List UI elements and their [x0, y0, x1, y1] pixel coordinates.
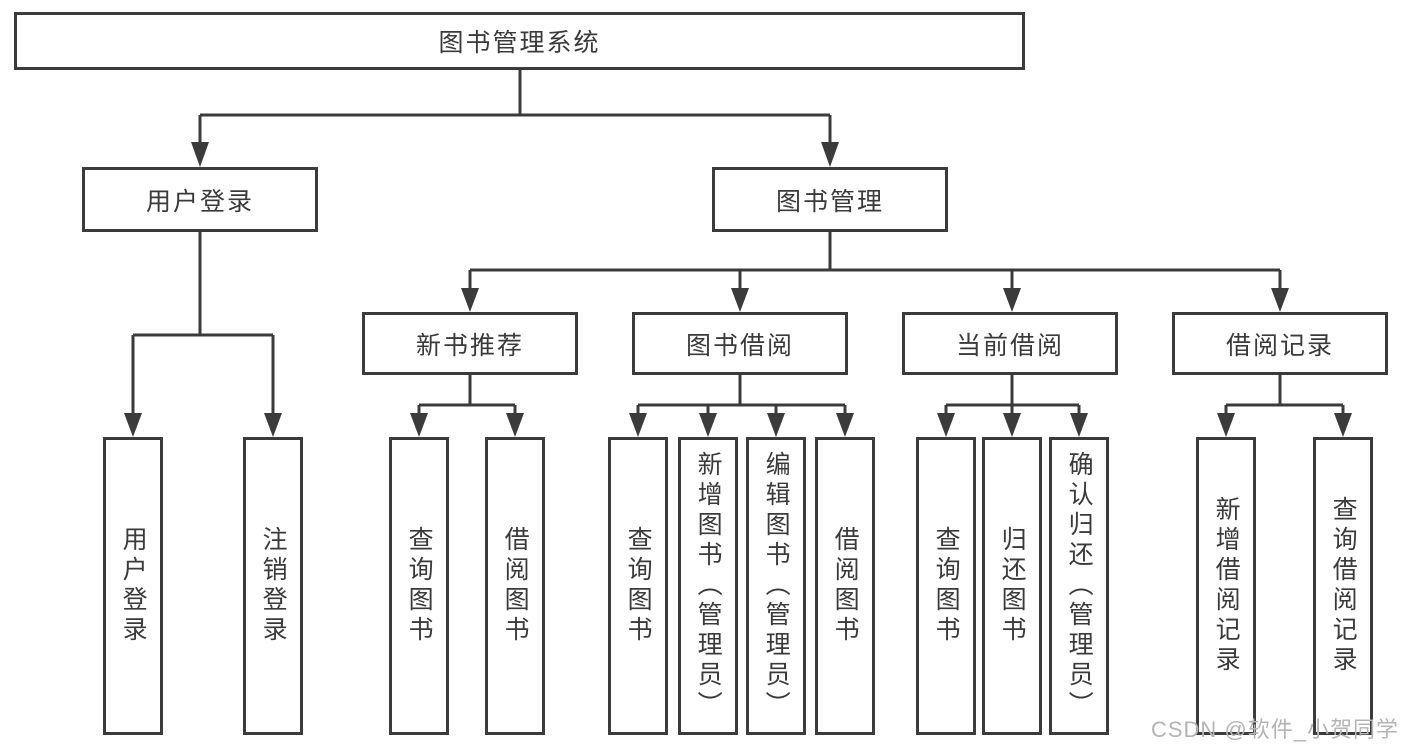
leaf-add-borrow-record: 新增借阅记录 [1196, 437, 1256, 735]
leaf-query-books: 查询图书 [608, 437, 668, 735]
node-label: 新书推荐 [415, 331, 524, 360]
csdn-watermark: CSDN @软件_小贺同学 [1150, 717, 1399, 742]
node-new-book-recommend: 新书推荐 [362, 312, 578, 375]
arrowhead [836, 413, 854, 437]
leaf-label: 归还图书 [998, 526, 1027, 646]
leaf-borrow-books: 借阅图书 [815, 437, 875, 735]
node-label: 图书管理 [775, 187, 884, 216]
node-label: 借阅记录 [1225, 331, 1334, 360]
leaf-logout: 注销登录 [243, 437, 303, 735]
arrowhead [767, 413, 785, 437]
leaf-label: 注销登录 [259, 526, 288, 646]
arrowhead [731, 288, 749, 312]
arrowhead [821, 142, 839, 167]
leaf-borrow-books: 借阅图书 [485, 437, 545, 735]
leaf-label: 编辑图书（管理员） [762, 451, 791, 721]
leaf-return-books: 归还图书 [982, 437, 1042, 735]
leaf-label: 确认归还（管理员） [1065, 451, 1094, 721]
leaf-query-books: 查询图书 [916, 437, 976, 735]
arrowhead [124, 413, 142, 437]
node-label: 图书借阅 [685, 331, 794, 360]
leaf-label: 借阅图书 [501, 526, 530, 646]
node-label: 用户登录 [145, 187, 254, 216]
node-label: 图书管理系统 [438, 29, 601, 57]
arrowhead [699, 413, 717, 437]
node-current-borrow: 当前借阅 [902, 312, 1118, 375]
leaf-confirm-return-admin: 确认归还（管理员） [1049, 437, 1109, 735]
node-library-management-system: 图书管理系统 [14, 12, 1025, 70]
arrowhead [461, 288, 479, 312]
node-book-management: 图书管理 [712, 167, 948, 232]
arrowhead [629, 413, 647, 437]
leaf-query-borrow-record: 查询借阅记录 [1313, 437, 1373, 735]
arrowhead [1070, 413, 1088, 437]
arrowheads [124, 142, 1352, 437]
leaf-label: 借阅图书 [831, 526, 860, 646]
leaf-label: 查询图书 [405, 526, 434, 646]
arrowhead [937, 413, 955, 437]
node-borrow-records: 借阅记录 [1172, 312, 1388, 375]
node-label: 当前借阅 [955, 331, 1064, 360]
arrowhead [1334, 413, 1352, 437]
leaf-add-books-admin: 新增图书（管理员） [678, 437, 738, 735]
leaf-label: 查询图书 [624, 526, 653, 646]
node-user-login: 用户登录 [82, 167, 318, 232]
arrowhead [191, 142, 209, 167]
leaf-label: 新增借阅记录 [1212, 496, 1241, 676]
arrowhead [264, 413, 282, 437]
leaf-label: 新增图书（管理员） [694, 451, 723, 721]
arrowhead [1003, 413, 1021, 437]
leaf-user-login: 用户登录 [103, 437, 163, 735]
leaf-label: 查询借阅记录 [1329, 496, 1358, 676]
leaf-label: 用户登录 [119, 526, 148, 646]
arrowhead [1217, 413, 1235, 437]
leaf-edit-books-admin: 编辑图书（管理员） [746, 437, 806, 735]
arrowhead [506, 413, 524, 437]
arrowhead [1271, 288, 1289, 312]
arrowhead [410, 413, 428, 437]
node-book-borrow: 图书借阅 [632, 312, 848, 375]
leaf-query-books: 查询图书 [389, 437, 449, 735]
leaf-label: 查询图书 [932, 526, 961, 646]
arrowhead [1003, 288, 1021, 312]
